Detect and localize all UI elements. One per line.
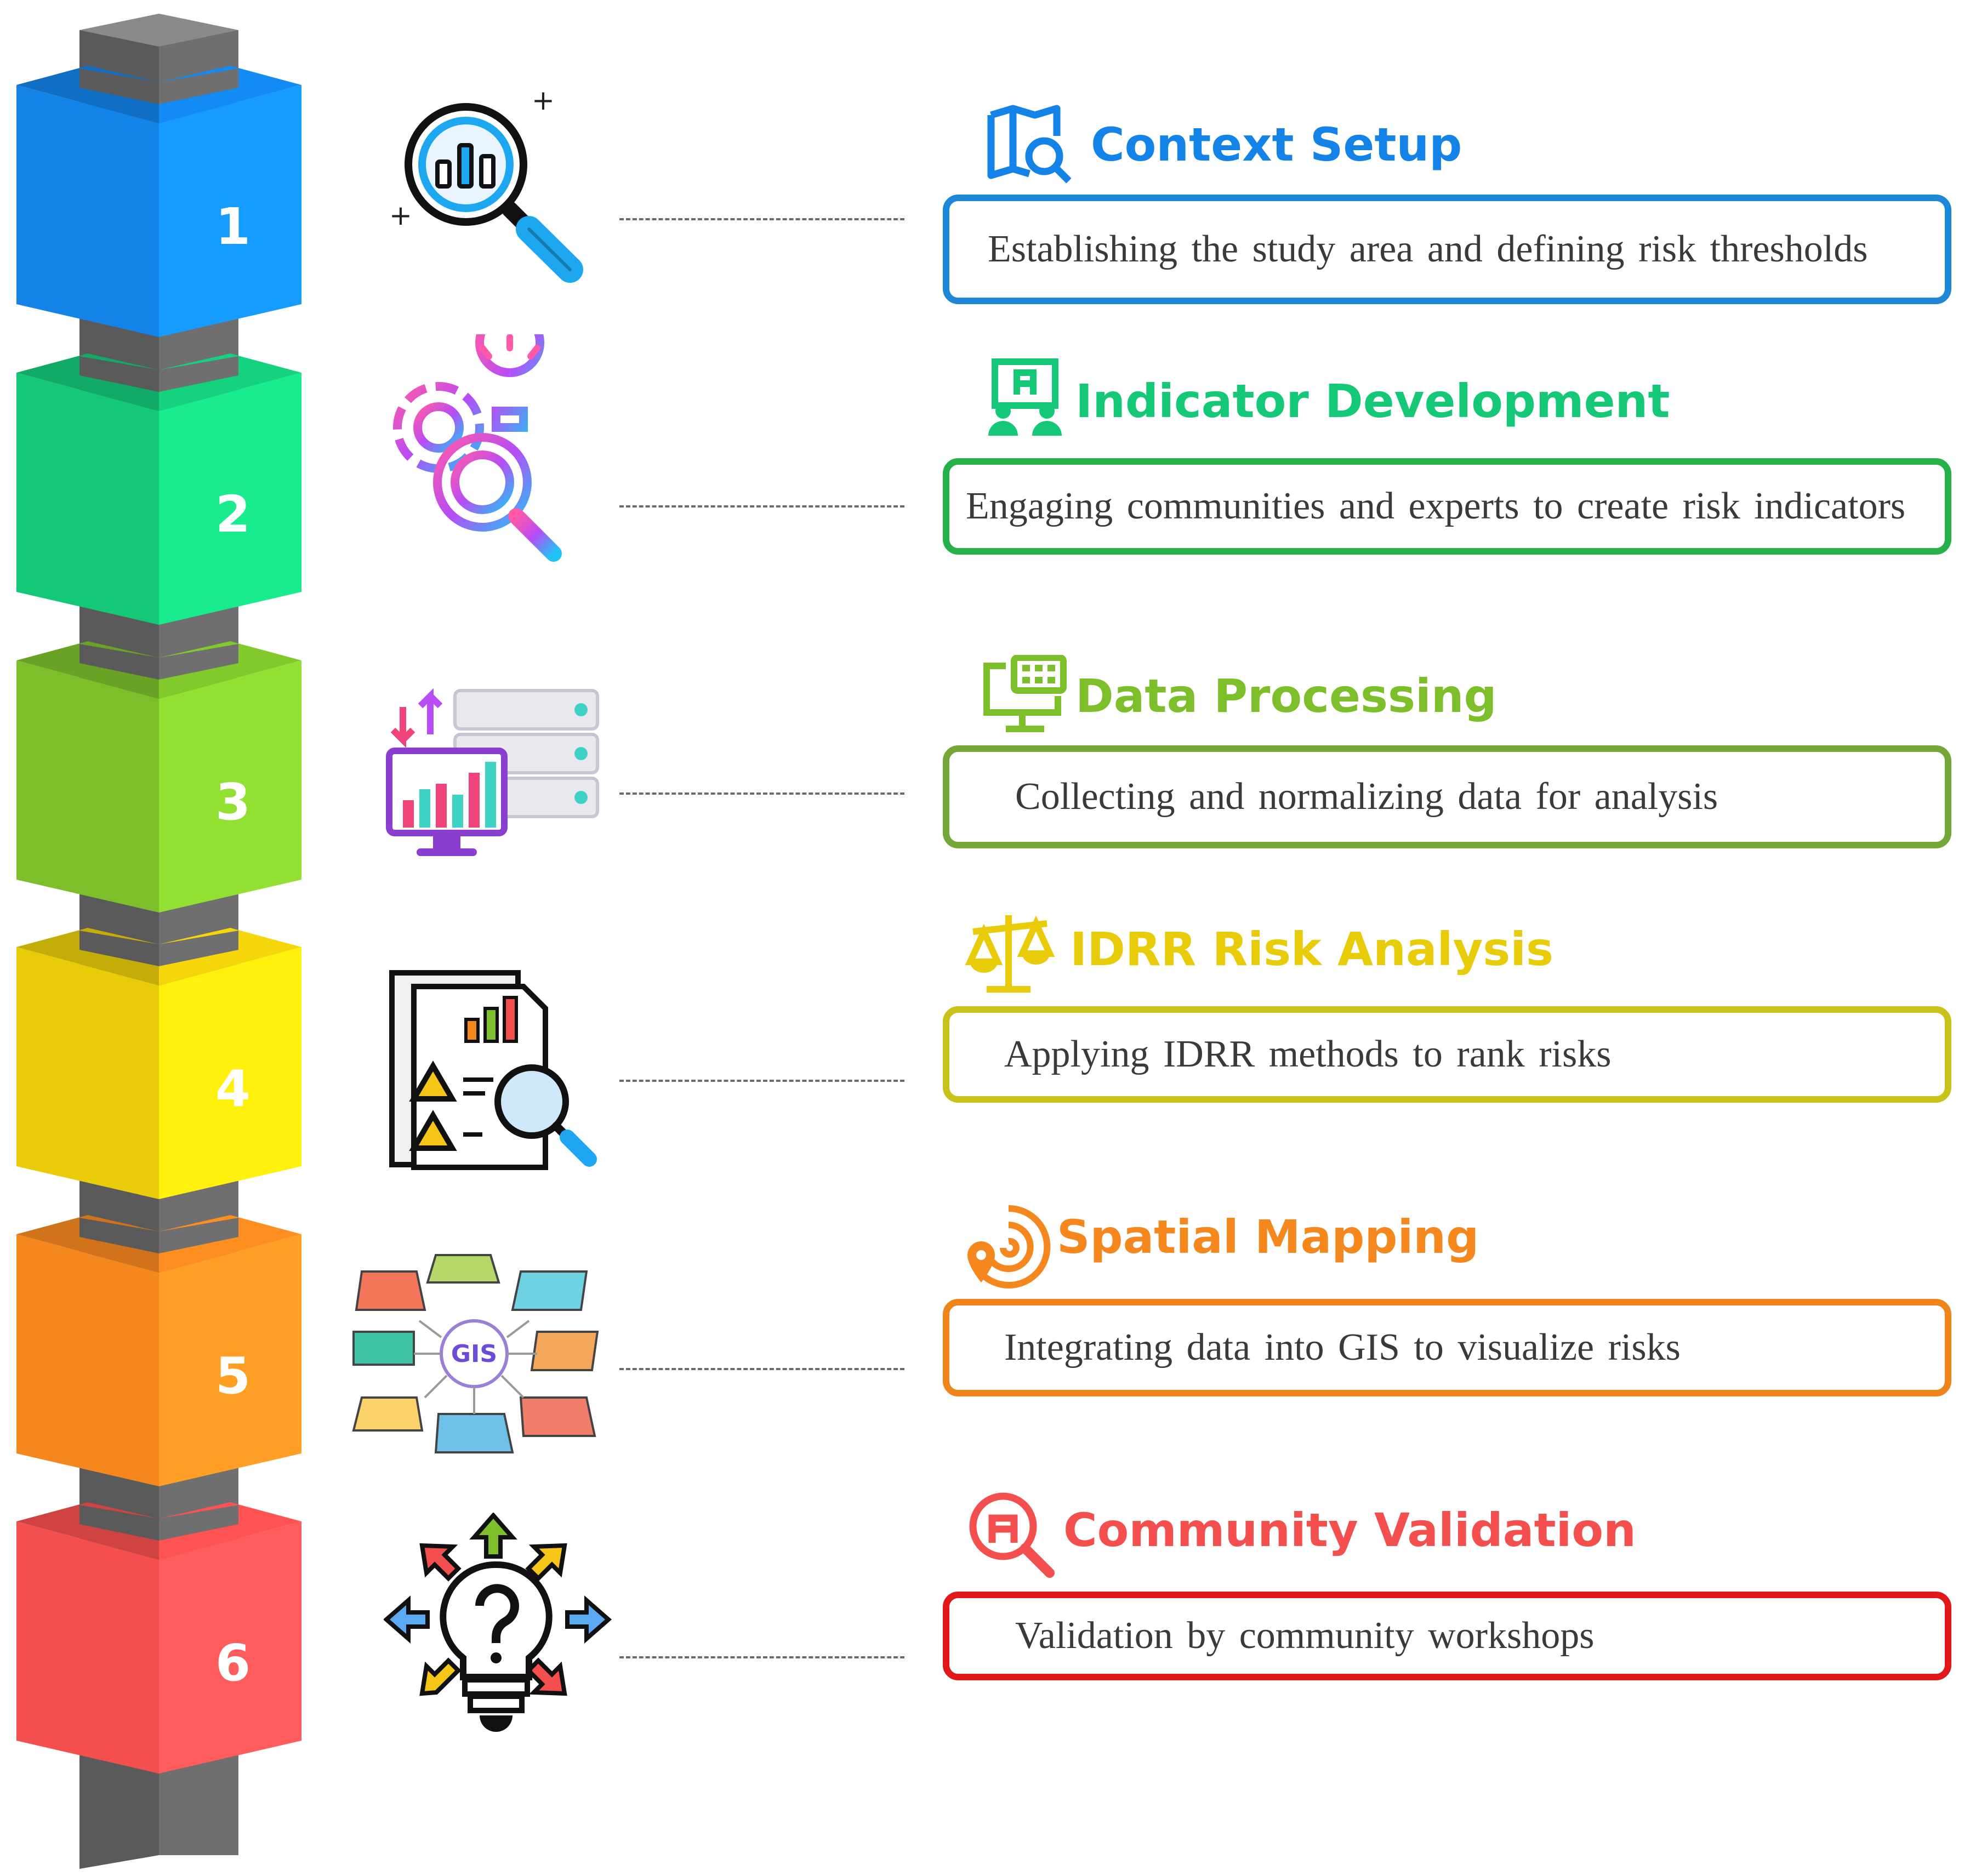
block-6-pillar-opening-right [159,1505,238,1541]
block-4-right-face [159,947,301,1199]
step-4-description-box: Applying IDRR methods to rank risks [943,1006,1951,1103]
step-2-description-box: Engaging communities and experts to crea… [943,458,1951,555]
block-6-left-face [16,1521,159,1774]
block-6-number: 6 [215,1634,250,1692]
magnifier-chart-icon: + + [389,88,583,283]
block-5-left-face [16,1234,159,1486]
connector-line-5 [619,1368,904,1370]
map-search-icon [987,105,1072,184]
step-4-description: Applying IDRR methods to rank risks [1004,1033,1612,1075]
step-5-title: Spatial Mapping [1057,1210,1479,1264]
block-2-left-face [16,373,159,625]
connector-line-2 [619,505,904,508]
step-2-description: Engaging communities and experts to crea… [966,485,1906,527]
server-analytics-icon [386,688,599,856]
connector-line-1 [619,218,904,220]
block-6-pillar-opening-left [79,1505,159,1541]
connector-line-3 [619,792,904,795]
search-person-icon [969,1492,1055,1578]
gear-idea-magnifier-icon [393,334,562,562]
gis-label: GIS [451,1340,497,1368]
block-1-left-face [16,85,159,337]
gis-maps-icon: GIS [352,1254,599,1453]
block-1-number: 1 [215,197,250,256]
block-5-right-face [159,1234,301,1486]
block-2-number: 2 [215,485,250,544]
block-1-pillar-opening-left [79,69,159,104]
block-4-pillar-opening-left [79,931,159,966]
block-stack: 1 2 3 4 5 6 [16,14,301,1869]
step-5-description: Integrating data into GIS to visualize r… [1004,1326,1681,1368]
balance-scale-icon [965,915,1055,993]
bulb-question-icon [384,1513,612,1732]
team-board-icon [988,358,1062,436]
block-3-left-face [16,660,159,913]
step-4-title: IDRR Risk Analysis [1070,922,1553,976]
block-3-pillar-opening-right [159,644,238,680]
step-6-title: Community Validation [1063,1503,1636,1557]
connector-line-6 [619,1656,904,1658]
block-3-right-face [159,660,301,913]
monitor-grid-icon [983,655,1067,732]
step-6-description: Validation by community workshops [1015,1615,1595,1657]
block-4-left-face [16,947,159,1199]
risk-report-icon [389,970,597,1170]
step-3-description: Collecting and normalizing data for anal… [1015,776,1718,818]
block-4-number: 4 [215,1059,250,1118]
svg-text:+: + [532,88,555,116]
connector-line-4 [619,1080,904,1082]
block-3-pillar-opening-left [79,644,159,680]
block-6-right-face [159,1521,301,1774]
block-2-pillar-opening-right [159,356,238,392]
location-target-icon [967,1205,1051,1288]
block-3-number: 3 [215,773,250,831]
block-2-right-face [159,373,301,625]
block-1-right-face [159,85,301,337]
step-1-title: Context Setup [1091,118,1462,172]
step-2-title: Indicator Development [1075,374,1670,428]
block-5-pillar-opening-left [79,1218,159,1253]
block-1-pillar-opening-right [159,69,238,104]
step-3-description-box: Collecting and normalizing data for anal… [943,745,1951,848]
step-5-description-box: Integrating data into GIS to visualize r… [943,1299,1951,1396]
step-3-title: Data Processing [1075,669,1497,723]
pillar-top [79,14,238,47]
step-1-description-box: Establishing the study area and defining… [943,195,1951,304]
block-5-number: 5 [215,1347,250,1405]
step-6-description-box: Validation by community workshops [943,1592,1951,1680]
block-4-pillar-opening-right [159,931,238,966]
step-1-description: Establishing the study area and defining… [988,228,1868,270]
block-2-pillar-opening-left [79,356,159,392]
svg-text:+: + [389,199,412,231]
block-5-pillar-opening-right [159,1218,238,1253]
